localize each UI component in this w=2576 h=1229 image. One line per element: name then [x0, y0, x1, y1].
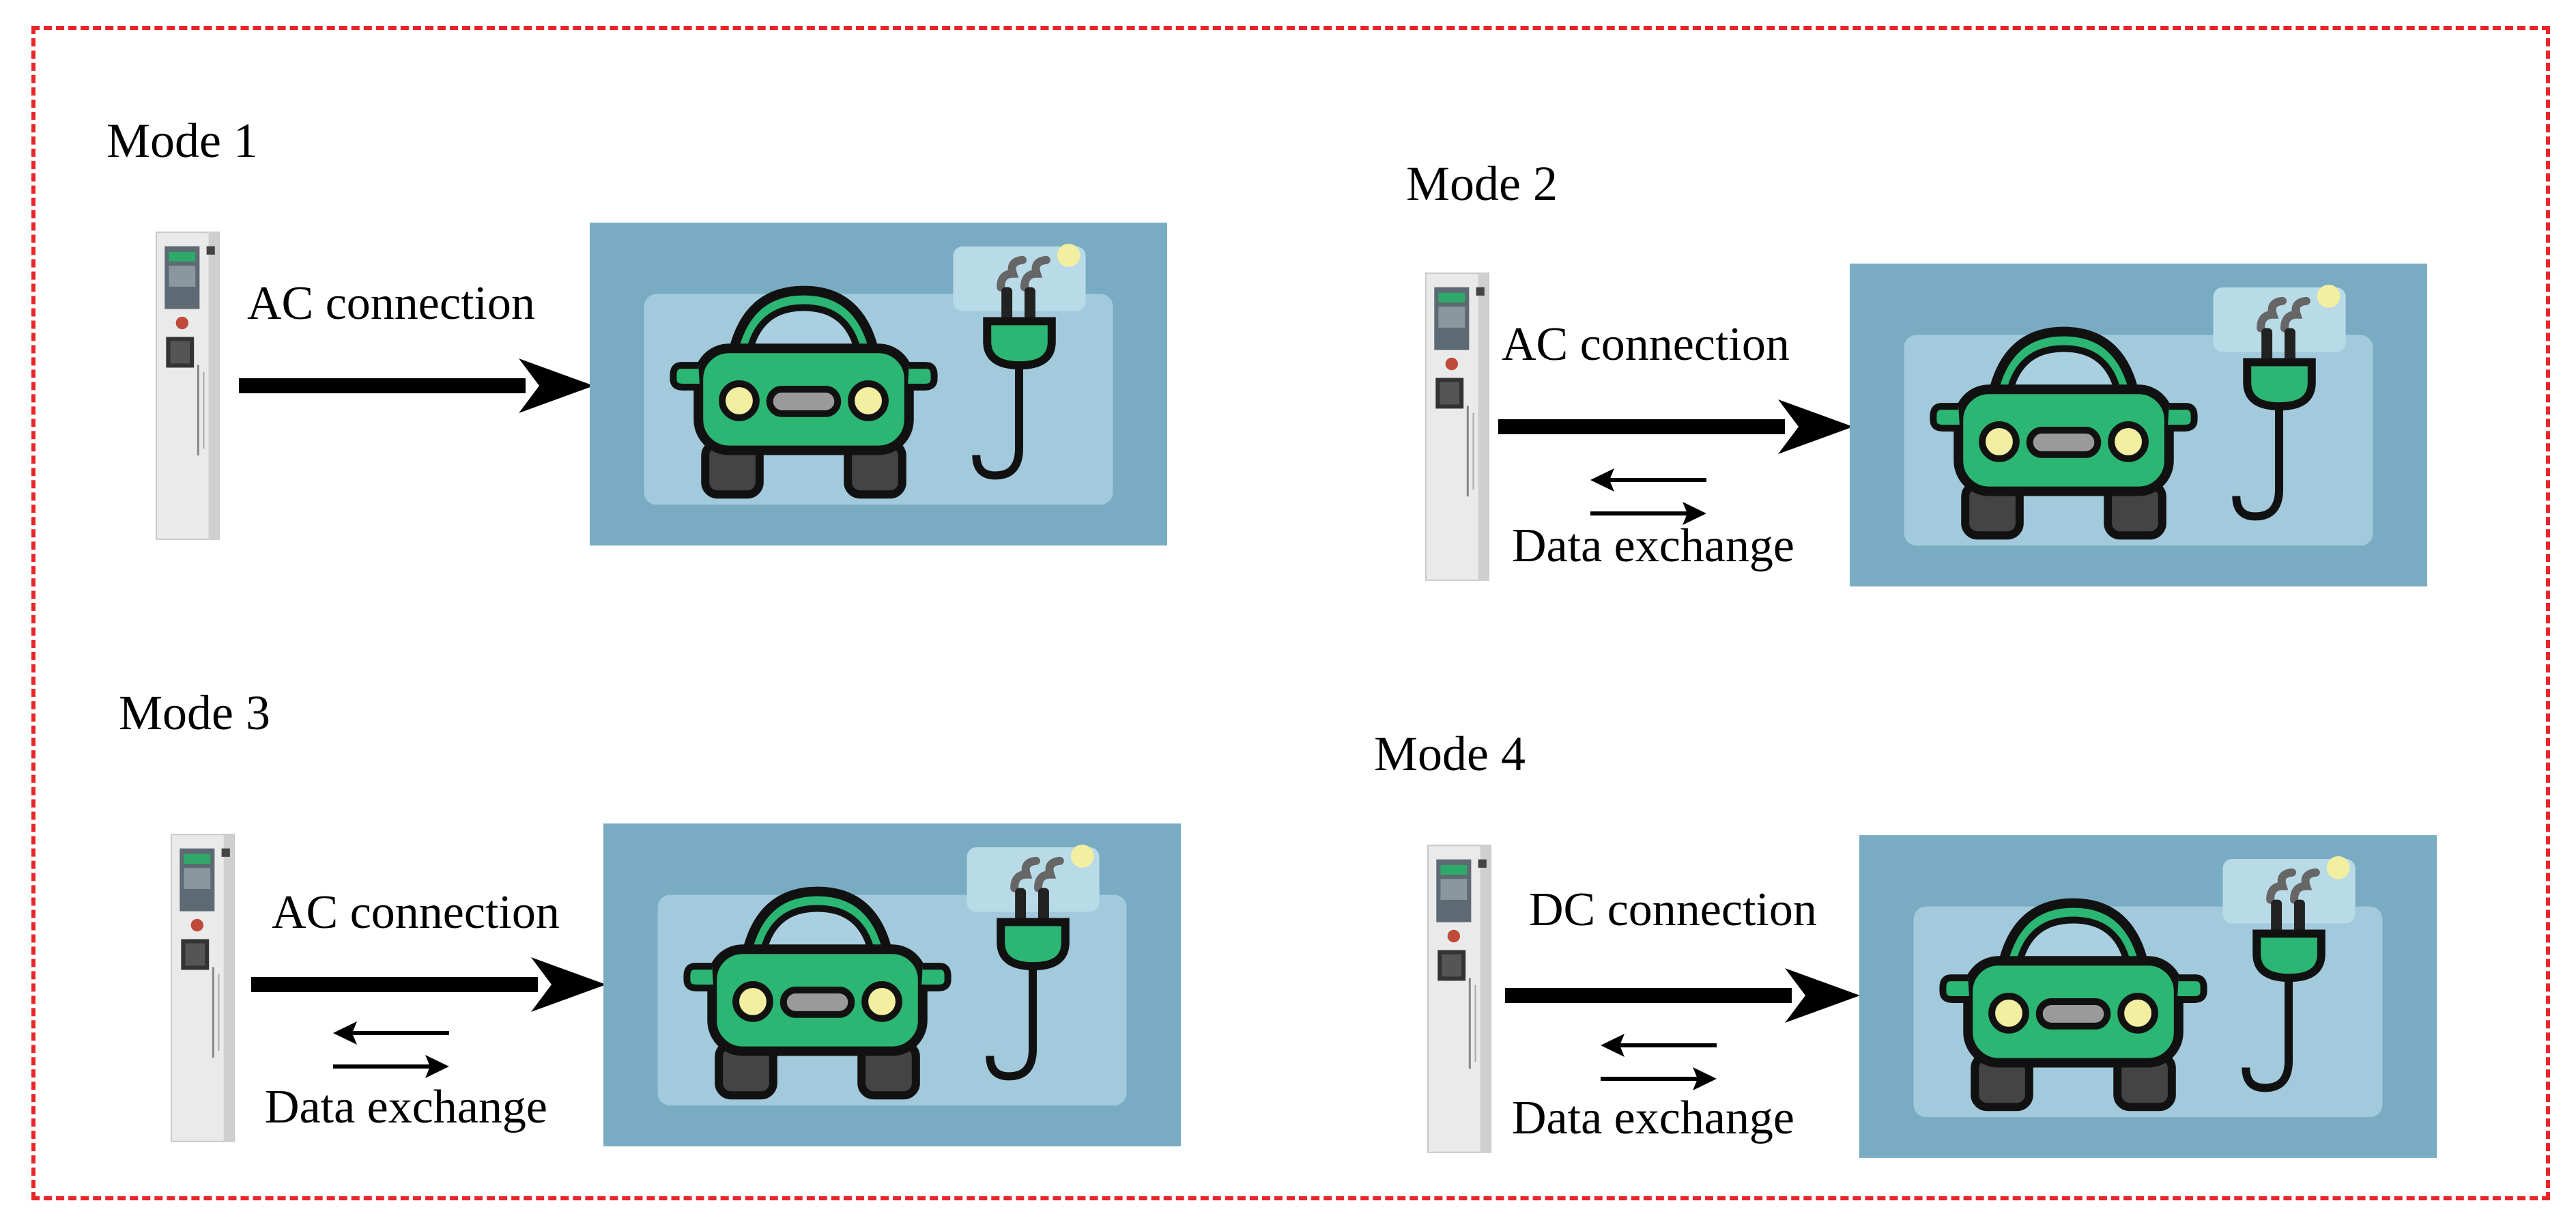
ev-charging-car-icon: [590, 222, 1167, 546]
mode-title: Mode 1: [106, 113, 258, 168]
data-exchange-label: Data exchange: [1512, 1092, 1794, 1144]
ev-charging-car-icon: [1850, 263, 2427, 587]
connection-label: DC connection: [1529, 884, 1817, 936]
charger-icon: [1406, 266, 1508, 587]
charger-icon: [137, 225, 239, 546]
data-exchange-label: Data exchange: [1512, 520, 1794, 572]
mode-title: Mode 4: [1374, 726, 1526, 781]
connection-label: AC connection: [1502, 318, 1790, 371]
dashed-frame: [31, 26, 2550, 1200]
connection-label: AC connection: [247, 277, 535, 330]
charger-icon: [1408, 838, 1511, 1159]
mode-title: Mode 2: [1406, 156, 1558, 211]
ev-charging-car-icon: [1859, 834, 2437, 1159]
data-exchange-arrows-icon: [1590, 464, 1706, 529]
ev-charging-car-icon: [603, 823, 1181, 1147]
connection-label: AC connection: [272, 886, 560, 939]
power-arrow-icon: [1498, 399, 1853, 454]
power-arrow-icon: [239, 358, 594, 413]
mode-title: Mode 3: [119, 686, 270, 740]
data-exchange-label: Data exchange: [265, 1081, 547, 1133]
power-arrow-icon: [251, 957, 606, 1012]
data-exchange-arrows-icon: [333, 1017, 449, 1082]
data-exchange-arrows-icon: [1601, 1030, 1717, 1094]
charger-icon: [152, 828, 254, 1148]
power-arrow-icon: [1505, 968, 1860, 1023]
